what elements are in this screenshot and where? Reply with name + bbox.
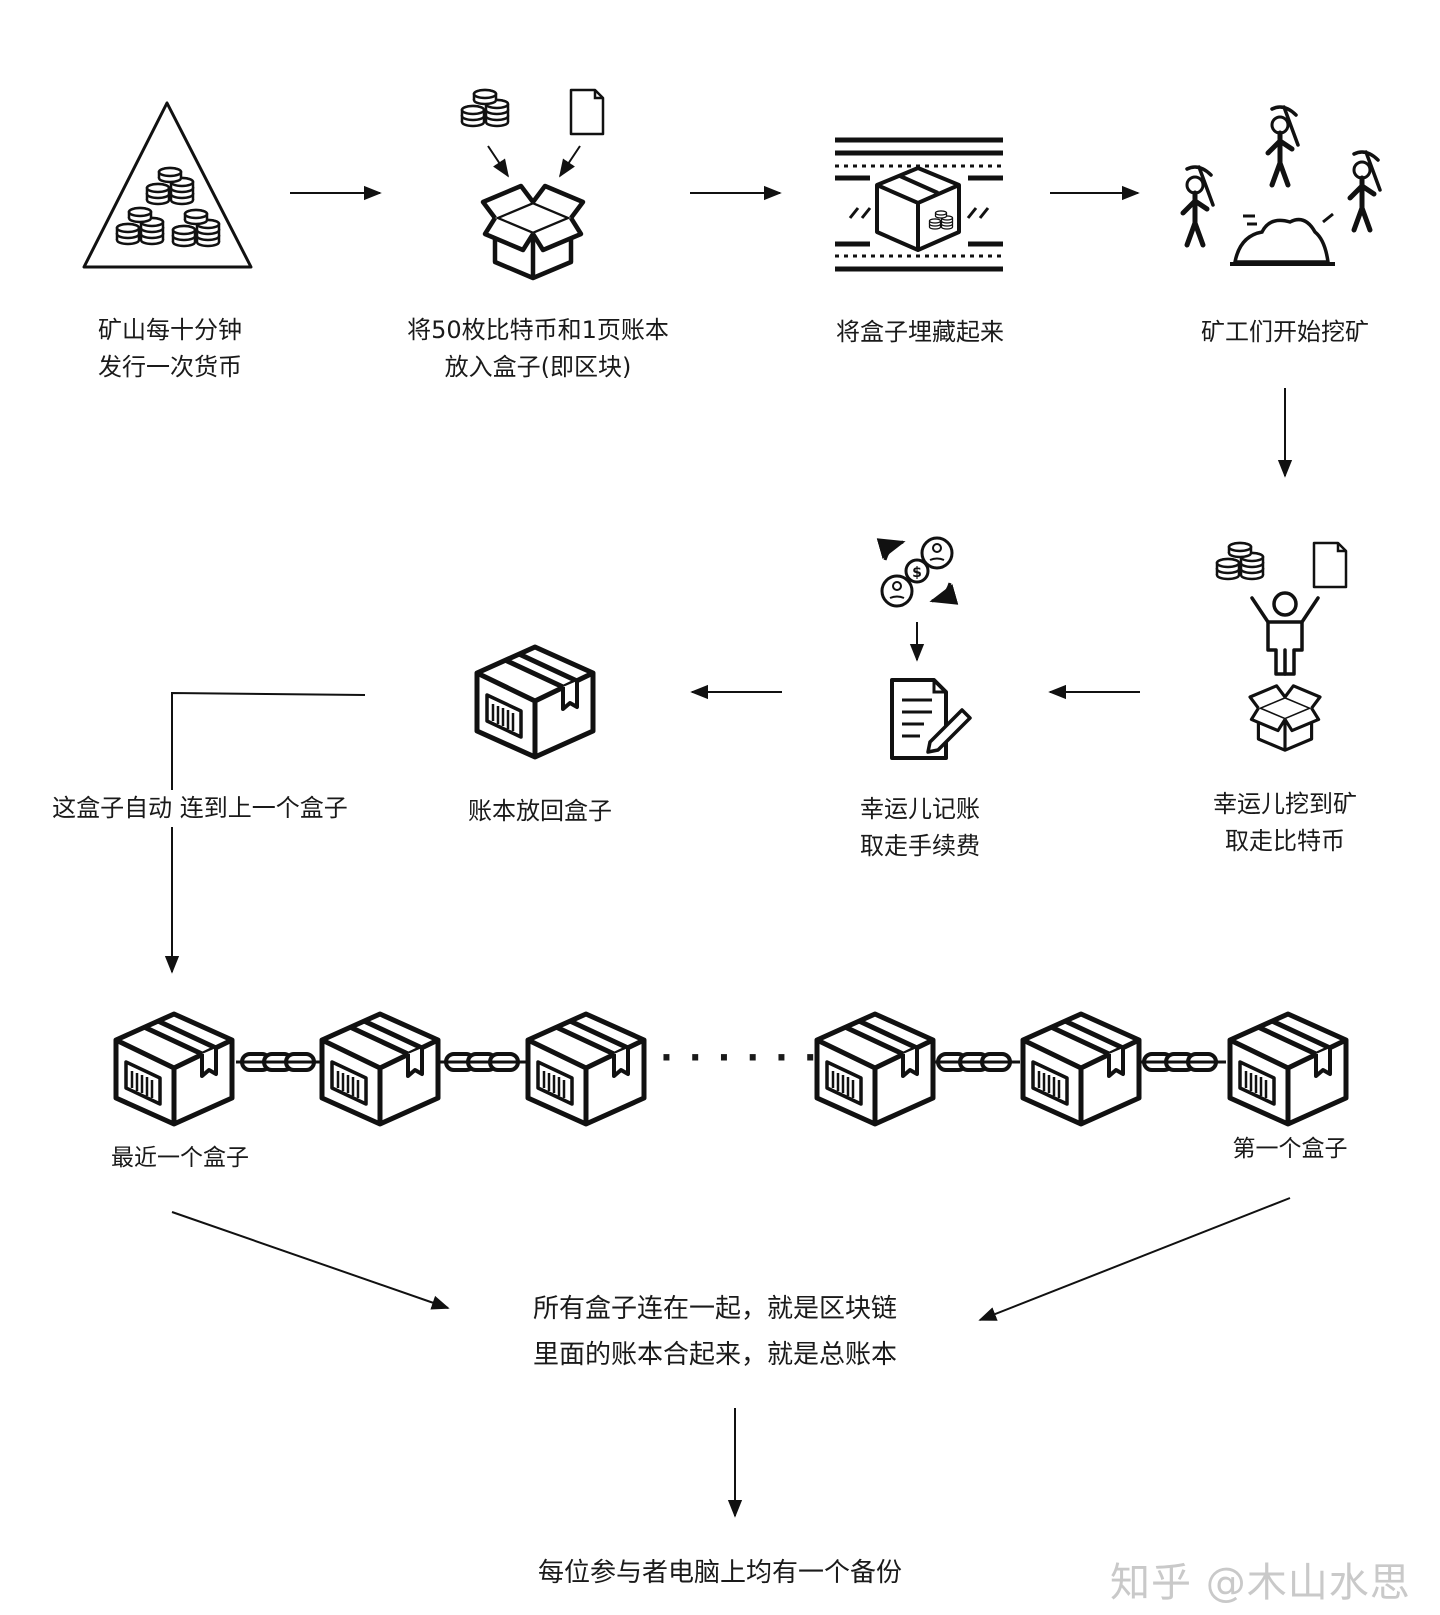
buried-box-icon: [835, 137, 1003, 272]
backup-label: 每位参与者电脑上均有一个备份: [470, 1555, 970, 1592]
ledger-box-icon: [1023, 1014, 1139, 1124]
step-pack-line-2: 放入盒子(即区块): [444, 353, 632, 381]
chain-latest-text: 最近一个盒子: [111, 1145, 249, 1171]
step-lucky-miner-line-1: 幸运儿挖到矿: [1213, 790, 1357, 818]
step-lucky-miner-label: 幸运儿挖到矿 取走比特币: [1180, 786, 1390, 860]
open-box-icon: [483, 186, 583, 278]
step-pack-line-1: 将50枚比特币和1页账本: [407, 316, 669, 344]
ledger-box-icon: [116, 1014, 232, 1124]
miners-icon: [1183, 107, 1380, 266]
step-lucky-record-line-2: 取走手续费: [860, 832, 980, 860]
step-issue-label: 矿山每十分钟 发行一次货币: [70, 312, 270, 386]
ledger-box-icon: [528, 1014, 644, 1124]
chain-link-icon: [438, 1052, 530, 1072]
chain-link-icon: [1136, 1052, 1228, 1072]
ledger-box-icon: [817, 1014, 933, 1124]
chain-link-icon: [930, 1052, 1022, 1072]
backup-text: 每位参与者电脑上均有一个备份: [537, 1558, 902, 1588]
svg-text:$: $: [912, 565, 922, 581]
money-exchange-icon: $: [876, 536, 959, 608]
document-icon: [569, 88, 605, 136]
coin-stack-icon: [460, 88, 510, 128]
cheering-person-icon: [1250, 591, 1320, 676]
document-icon: [1312, 541, 1348, 589]
summary-label: 所有盒子连在一起，就是区块链 里面的账本合起来，就是总账本: [455, 1286, 975, 1378]
step-auto-link-line-1: 这盒子自动 连到上一个盒子: [52, 794, 348, 822]
step-mine-line-1: 矿工们开始挖矿: [1201, 318, 1369, 346]
coin-stack-icon: [1215, 541, 1265, 581]
coin-mountain-icon: [82, 101, 253, 269]
chain-ellipsis-text: · · · · · ·: [660, 1038, 819, 1078]
step-return-ledger-line-1: 账本放回盒子: [468, 797, 612, 825]
sign-document-icon: [890, 678, 972, 760]
chain-first-text: 第一个盒子: [1232, 1136, 1348, 1162]
step-pack-label: 将50枚比特币和1页账本 放入盒子(即区块): [383, 312, 693, 386]
open-box-icon: [1248, 684, 1322, 752]
ledger-box-icon: [1230, 1014, 1346, 1124]
step-return-ledger-label: 账本放回盒子: [440, 793, 640, 830]
chain-link-icon: [234, 1052, 326, 1072]
summary-line-2: 里面的账本合起来，就是总账本: [532, 1340, 897, 1370]
step-issue-line-1: 矿山每十分钟: [98, 316, 242, 344]
step-auto-link-label: 这盒子自动 连到上一个盒子: [30, 790, 370, 827]
step-issue-line-2: 发行一次货币: [98, 353, 242, 381]
step-lucky-record-label: 幸运儿记账 取走手续费: [820, 791, 1020, 865]
step-lucky-miner-line-2: 取走比特币: [1225, 827, 1345, 855]
step-lucky-record-line-1: 幸运儿记账: [860, 795, 980, 823]
summary-line-1: 所有盒子连在一起，就是区块链: [532, 1294, 897, 1324]
step-bury-line-1: 将盒子埋藏起来: [836, 318, 1004, 346]
step-bury-label: 将盒子埋藏起来: [810, 314, 1030, 351]
step-mine-label: 矿工们开始挖矿: [1180, 314, 1390, 351]
chain-ellipsis: · · · · · ·: [660, 1038, 819, 1078]
chain-first-label: 第一个盒子: [1210, 1131, 1370, 1168]
ledger-box-icon: [477, 647, 593, 757]
watermark: 知乎 @木山水思: [1110, 1560, 1411, 1606]
chain-latest-label: 最近一个盒子: [95, 1140, 265, 1177]
ledger-box-icon: [322, 1014, 438, 1124]
